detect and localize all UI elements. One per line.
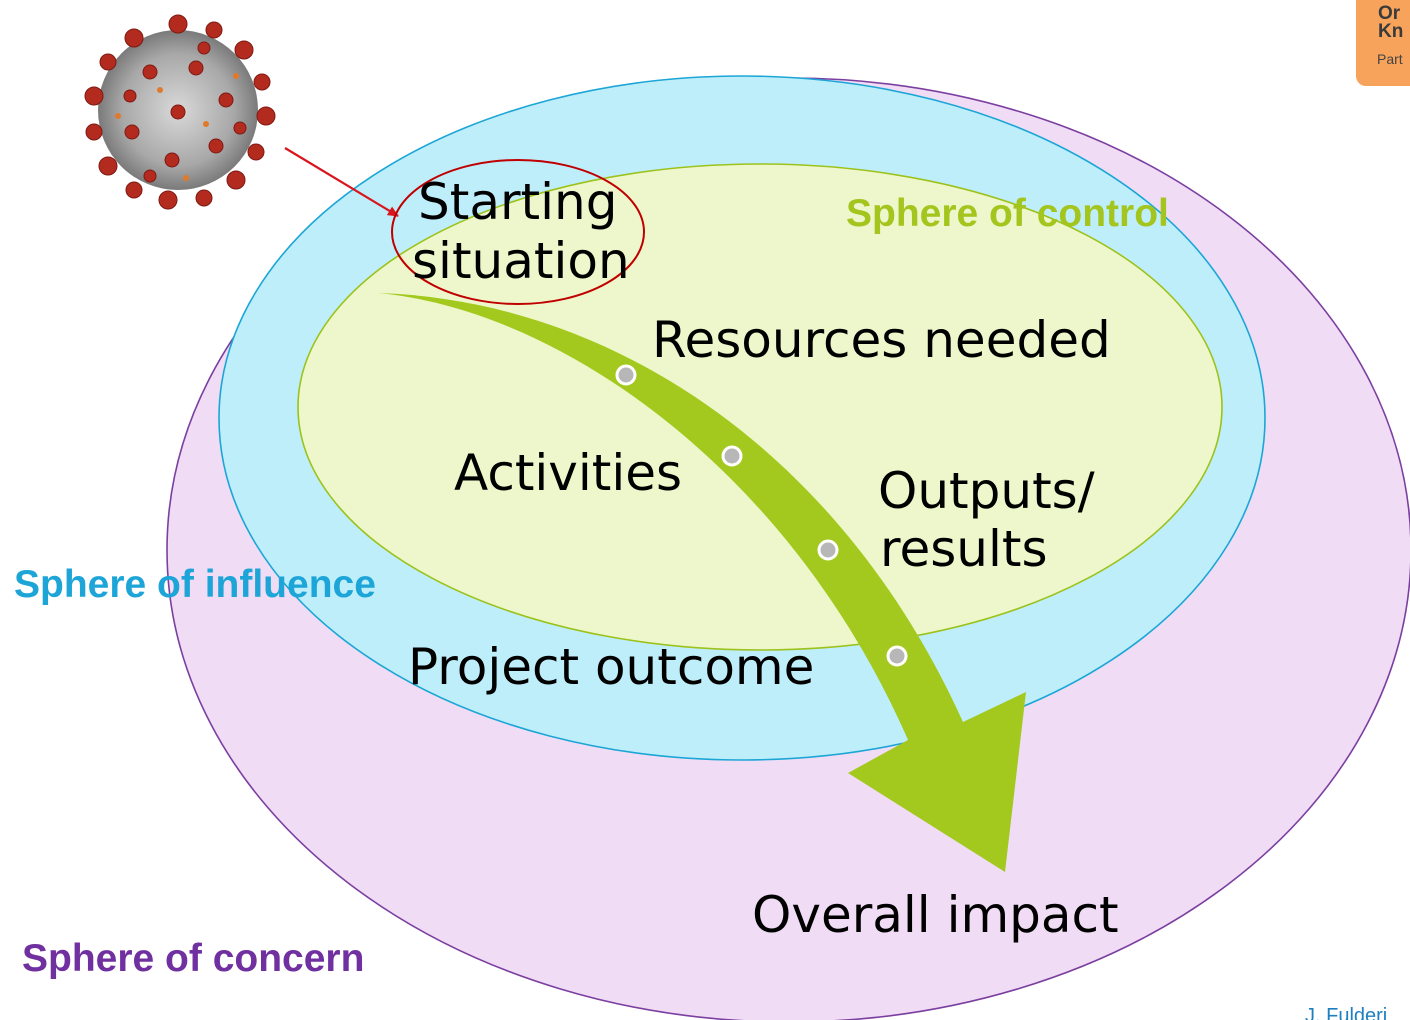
project-outcome-label: Project outcome	[408, 638, 814, 696]
arrow-dot	[886, 645, 908, 667]
flow-arrow	[378, 293, 1026, 872]
starting-situation-highlight	[391, 159, 645, 305]
resources-needed-label: Resources needed	[652, 311, 1111, 369]
author-credit: J. Fulderi	[1305, 1005, 1388, 1020]
sphere-of-influence-label: Sphere of influence	[14, 563, 376, 606]
overall-impact-label: Overall impact	[752, 886, 1119, 944]
outputs-results-label-line1: Outputs/	[878, 462, 1095, 520]
starting-situation-label-line1: Starting	[418, 173, 617, 231]
outputs-results-label-line2: results	[880, 520, 1048, 578]
arrow-dots	[615, 364, 908, 667]
starting-situation-label-line2: situation	[412, 232, 630, 290]
arrow-dot	[721, 445, 743, 467]
sphere-of-control-ellipse	[297, 163, 1223, 651]
logo-text-line3: Part	[1377, 51, 1403, 67]
partner-logo: Or Kn Part	[1356, 0, 1410, 86]
activities-label: Activities	[454, 444, 682, 502]
sphere-of-concern-label: Sphere of concern	[22, 937, 364, 980]
arrow-dot	[615, 364, 637, 386]
sphere-of-control-label: Sphere of control	[846, 192, 1169, 235]
logo-text-line1: Or	[1378, 3, 1401, 24]
virus-pointer-arrow	[284, 147, 399, 217]
arrow-dot	[817, 539, 839, 561]
coronavirus-image	[84, 14, 276, 210]
logo-text-line2: Kn	[1378, 21, 1404, 42]
